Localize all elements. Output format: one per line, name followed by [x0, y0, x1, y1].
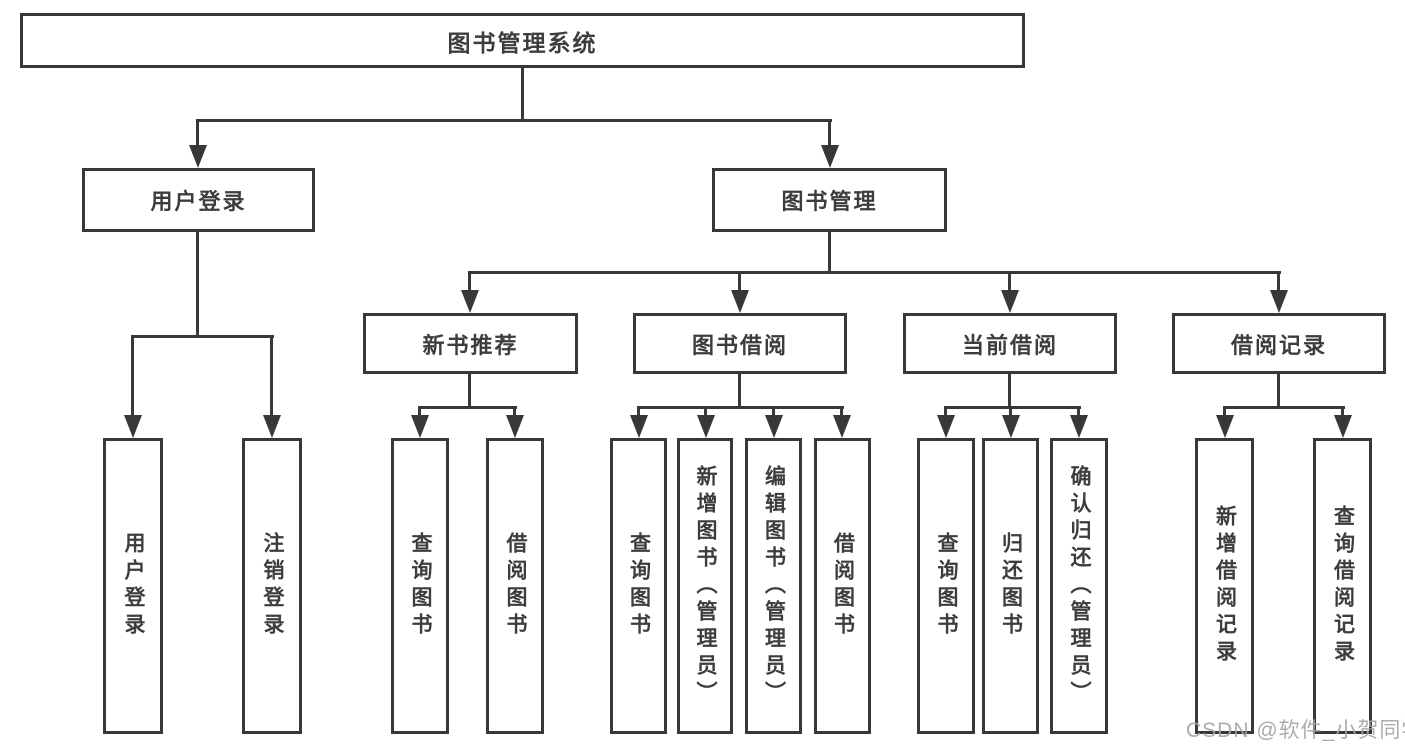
node-leaf-edit-book-admin: 编辑图书（管理员） — [745, 438, 802, 734]
arrowhead-down-icon — [411, 415, 429, 438]
connector-line — [1277, 374, 1280, 409]
node-leaf-borrow-book-1: 借阅图书 — [486, 438, 544, 734]
node-leaf-logout: 注销登录 — [242, 438, 302, 734]
connector-line — [468, 271, 471, 292]
arrowhead-down-icon — [1070, 415, 1088, 438]
connector-line — [637, 406, 640, 417]
node-leaf-add-borrow-record: 新增借阅记录 — [1195, 438, 1254, 734]
connector-line — [738, 374, 741, 409]
connector-line — [468, 374, 471, 409]
node-root: 图书管理系统 — [20, 13, 1025, 68]
connector-line — [1009, 406, 1012, 417]
arrowhead-down-icon — [1001, 290, 1019, 313]
node-user-login: 用户登录 — [82, 168, 315, 232]
node-leaf-borrow-book-2: 借阅图书 — [814, 438, 871, 734]
connector-line — [840, 406, 843, 417]
arrowhead-down-icon — [124, 415, 142, 438]
arrowhead-down-icon — [1002, 415, 1020, 438]
connector-line — [944, 406, 947, 417]
connector-line — [1077, 406, 1080, 417]
arrowhead-down-icon — [1270, 290, 1288, 313]
connector-line — [270, 335, 273, 417]
arrowhead-down-icon — [630, 415, 648, 438]
connector-line — [418, 406, 421, 417]
connector-line — [513, 406, 516, 417]
node-book-management: 图书管理 — [712, 168, 947, 232]
connector-line — [704, 406, 707, 417]
node-leaf-query-book-2: 查询图书 — [610, 438, 667, 734]
arrowhead-down-icon — [189, 145, 207, 168]
node-leaf-query-book-3: 查询图书 — [917, 438, 975, 734]
arrowhead-down-icon — [1216, 415, 1234, 438]
arrowhead-down-icon — [1334, 415, 1352, 438]
arrowhead-down-icon — [731, 290, 749, 313]
connector-line — [828, 119, 831, 148]
node-leaf-query-book-1: 查询图书 — [391, 438, 449, 734]
arrowhead-down-icon — [506, 415, 524, 438]
arrowhead-down-icon — [821, 145, 839, 168]
connector-line — [196, 232, 199, 338]
csdn-watermark: CSDN @软件_小贺同学 — [1186, 719, 1405, 742]
arrowhead-down-icon — [937, 415, 955, 438]
arrowhead-down-icon — [697, 415, 715, 438]
connector-line — [468, 271, 1281, 274]
node-new-book-recommend: 新书推荐 — [363, 313, 578, 374]
connector-line — [1223, 406, 1345, 409]
node-borrow-records: 借阅记录 — [1172, 313, 1386, 374]
connector-line — [196, 119, 832, 122]
connector-line — [1008, 374, 1011, 409]
node-book-borrow: 图书借阅 — [633, 313, 847, 374]
connector-line — [196, 119, 199, 148]
node-leaf-confirm-return-admin: 确认归还（管理员） — [1050, 438, 1108, 734]
arrowhead-down-icon — [765, 415, 783, 438]
arrowhead-down-icon — [461, 290, 479, 313]
connector-line — [131, 335, 134, 417]
connector-line — [1008, 271, 1011, 292]
node-leaf-return-book: 归还图书 — [982, 438, 1039, 734]
connector-line — [131, 335, 274, 338]
arrowhead-down-icon — [263, 415, 281, 438]
node-leaf-query-borrow-record: 查询借阅记录 — [1313, 438, 1372, 734]
arrowhead-down-icon — [833, 415, 851, 438]
connector-line — [772, 406, 775, 417]
node-current-borrow: 当前借阅 — [903, 313, 1117, 374]
connector-line — [1341, 406, 1344, 417]
connector-line — [521, 68, 524, 122]
connector-line — [418, 406, 517, 409]
connector-line — [1223, 406, 1226, 417]
connector-line — [637, 406, 844, 409]
connector-line — [738, 271, 741, 292]
connector-line — [828, 232, 831, 274]
connector-line — [944, 406, 1081, 409]
node-leaf-user-login: 用户登录 — [103, 438, 163, 734]
connector-line — [1277, 271, 1280, 292]
node-leaf-add-book-admin: 新增图书（管理员） — [677, 438, 733, 734]
